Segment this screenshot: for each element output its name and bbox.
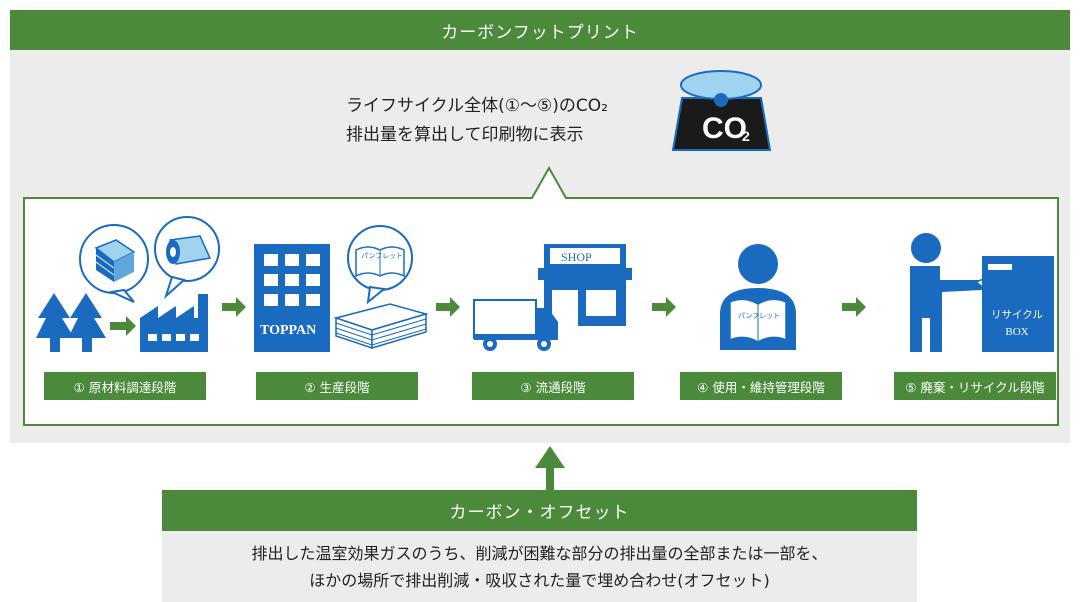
stage-2-label: ② 生産段階: [256, 372, 418, 400]
pamphlet-bubble-icon: パンフレット: [347, 225, 413, 305]
recycle-box-label-1: リサイクル: [991, 309, 1043, 321]
offset-line-2: ほかの場所で排出削減・吸収された量で埋め合わせ(オフセット): [309, 571, 770, 590]
shop-sign-text: SHOP: [561, 250, 592, 264]
stage-4-illustration: パンフレット: [720, 244, 796, 350]
carbon-footprint-header: カーボンフットプリント: [10, 10, 1070, 50]
offset-up-arrow-icon: [535, 446, 565, 490]
arrow-icon: [652, 297, 676, 317]
stage-2-illustration: TOPPAN パンフレット: [254, 225, 429, 352]
stage-4-label: ④ 使用・維持管理段階: [680, 372, 842, 400]
paper-roll-bubble-icon: [154, 216, 220, 300]
person-reading-icon: パンフレット: [720, 244, 796, 350]
description: ライフサイクル全体(①〜⑤)のCO₂ 排出量を算出して印刷物に表示: [346, 92, 686, 150]
carbon-offset-header: カーボン・オフセット: [162, 490, 917, 531]
pamphlet-text: パンフレット: [361, 252, 403, 260]
offset-description: 排出した温室効果ガスのうち、削減が困難な部分の排出量の全部または一部を、 ほかの…: [162, 540, 917, 594]
header-title: カーボンフットプリント: [441, 22, 639, 43]
arrow-icon: [222, 297, 246, 317]
brochure-stack-icon: [333, 303, 429, 350]
co2-badge-icon: CO 2: [671, 70, 772, 151]
recycle-box-label-2: BOX: [1005, 326, 1028, 338]
tree-icon: [36, 293, 106, 352]
factory-icon: [140, 294, 208, 352]
arrow-icon: [436, 297, 460, 317]
stage-3-label: ③ 流通段階: [472, 372, 634, 400]
arrow-icon: [842, 297, 866, 317]
stage-1-label: ① 原材料調達段階: [44, 372, 206, 400]
toppan-logo-text: TOPPAN: [260, 323, 316, 338]
stages-frame: [23, 165, 1059, 426]
stage-3-illustration: SHOP: [473, 244, 632, 351]
stage-5-label: ⑤ 廃棄・リサイクル段階: [894, 372, 1056, 400]
recycle-box-icon: リサイクル BOX: [982, 256, 1054, 352]
offset-line-1: 排出した温室効果ガスのうち、削減が困難な部分の排出量の全部または一部を、: [251, 544, 828, 563]
arrow-icon: [110, 316, 136, 336]
paper-stack-bubble-icon: [79, 224, 149, 303]
co2-badge-subscript: 2: [742, 128, 750, 144]
truck-icon: [473, 299, 558, 351]
offset-panel: [162, 531, 917, 602]
stage-5-illustration: リサイクル BOX: [910, 233, 1054, 352]
shop-icon: SHOP: [538, 244, 632, 326]
stage-1-illustration: [36, 216, 220, 352]
building-icon: TOPPAN: [254, 244, 330, 352]
description-line-1: ライフサイクル全体(①〜⑤)のCO₂: [346, 96, 608, 116]
offset-title: カーボン・オフセット: [449, 503, 630, 523]
co2-badge-text: CO: [702, 112, 747, 145]
pamphlet-text-2: パンフレット: [738, 312, 780, 320]
description-line-2: 排出量を算出して印刷物に表示: [346, 125, 584, 145]
